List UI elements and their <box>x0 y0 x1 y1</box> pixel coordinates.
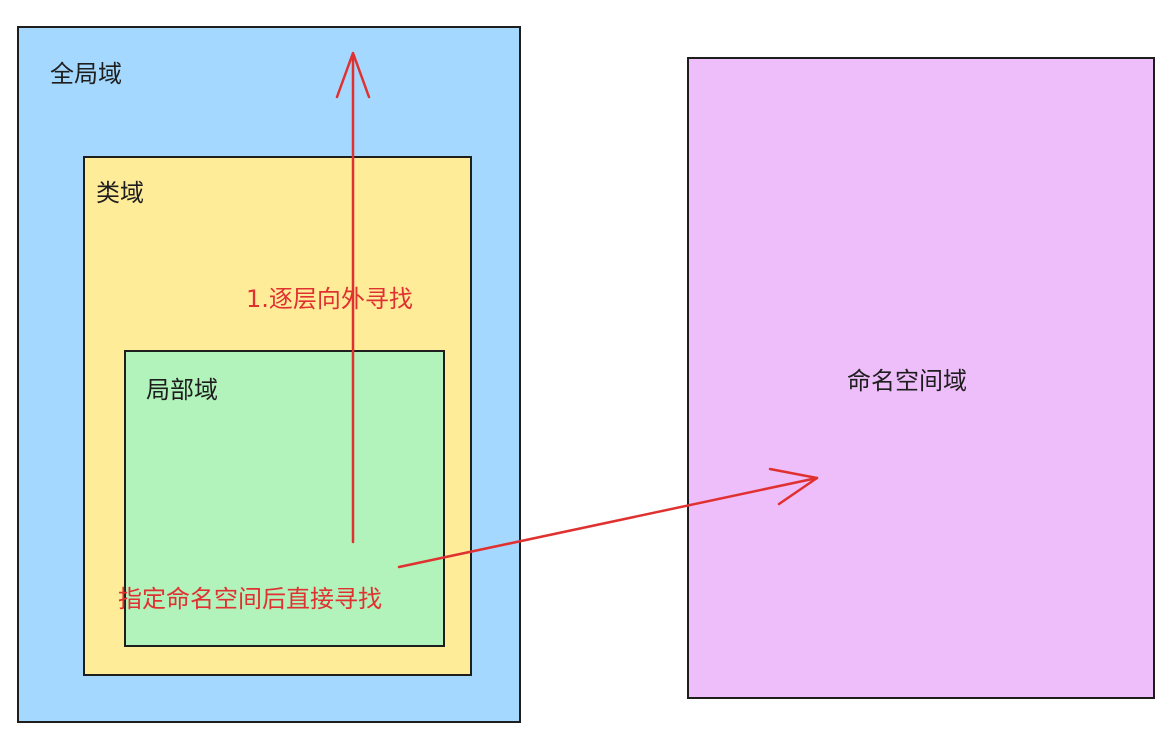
local-scope-box <box>124 350 445 647</box>
direct-search-label: 指定命名空间后直接寻找 <box>118 585 382 613</box>
global-scope-label: 全局域 <box>50 60 122 88</box>
class-scope-label: 类域 <box>96 179 144 207</box>
outward-search-label: 1.逐层向外寻找 <box>246 285 413 313</box>
local-scope-label: 局部域 <box>146 376 218 404</box>
namespace-scope-box <box>687 57 1155 699</box>
namespace-scope-label: 命名空间域 <box>847 367 967 395</box>
